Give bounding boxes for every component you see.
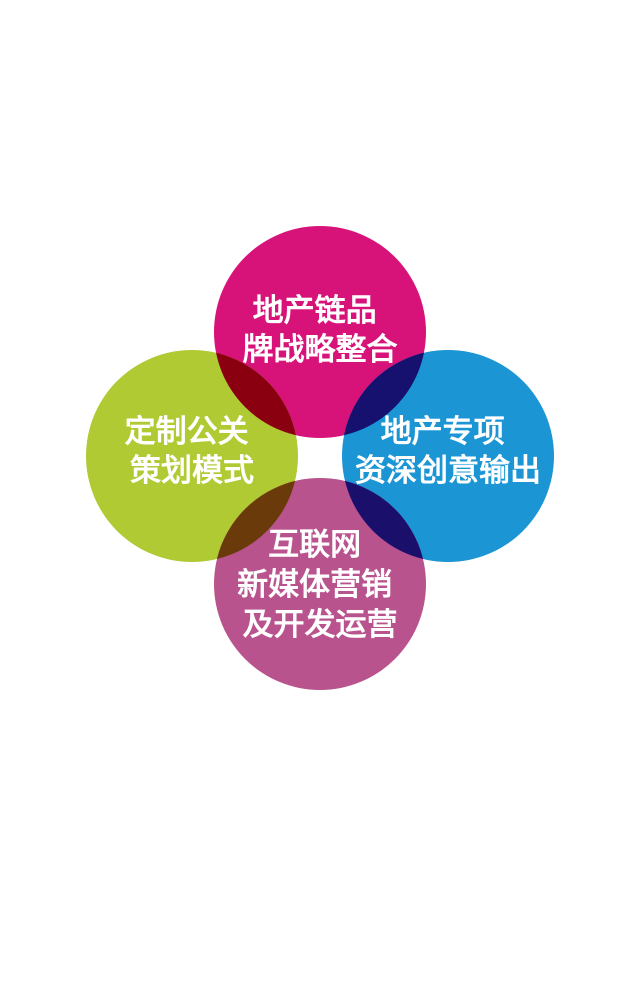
label-line: 定制公关 — [125, 414, 249, 450]
label-pr-planning: 定制公关 策划模式 — [125, 414, 260, 489]
label-line: 地产专项 — [381, 414, 505, 450]
label-line: 互联网 — [268, 527, 361, 563]
label-new-media-marketing: 互联网 新媒体营销 及开发运营 — [237, 527, 403, 643]
label-line: 新媒体营销 — [237, 567, 392, 603]
label-line: 策划模式 — [130, 453, 254, 489]
label-line: 地产链品 — [253, 293, 377, 329]
label-creative-output: 地产专项 资深创意输出 — [355, 414, 541, 489]
circle-new-media-marketing — [214, 478, 426, 690]
overlap-top-left — [214, 350, 298, 438]
label-line: 资深创意输出 — [355, 453, 541, 489]
label-line: 牌战略整合 — [243, 332, 398, 368]
overlap-top-right — [342, 350, 426, 438]
label-brand-strategy: 地产链品 牌战略整合 — [243, 293, 398, 368]
label-line: 及开发运营 — [243, 607, 398, 643]
